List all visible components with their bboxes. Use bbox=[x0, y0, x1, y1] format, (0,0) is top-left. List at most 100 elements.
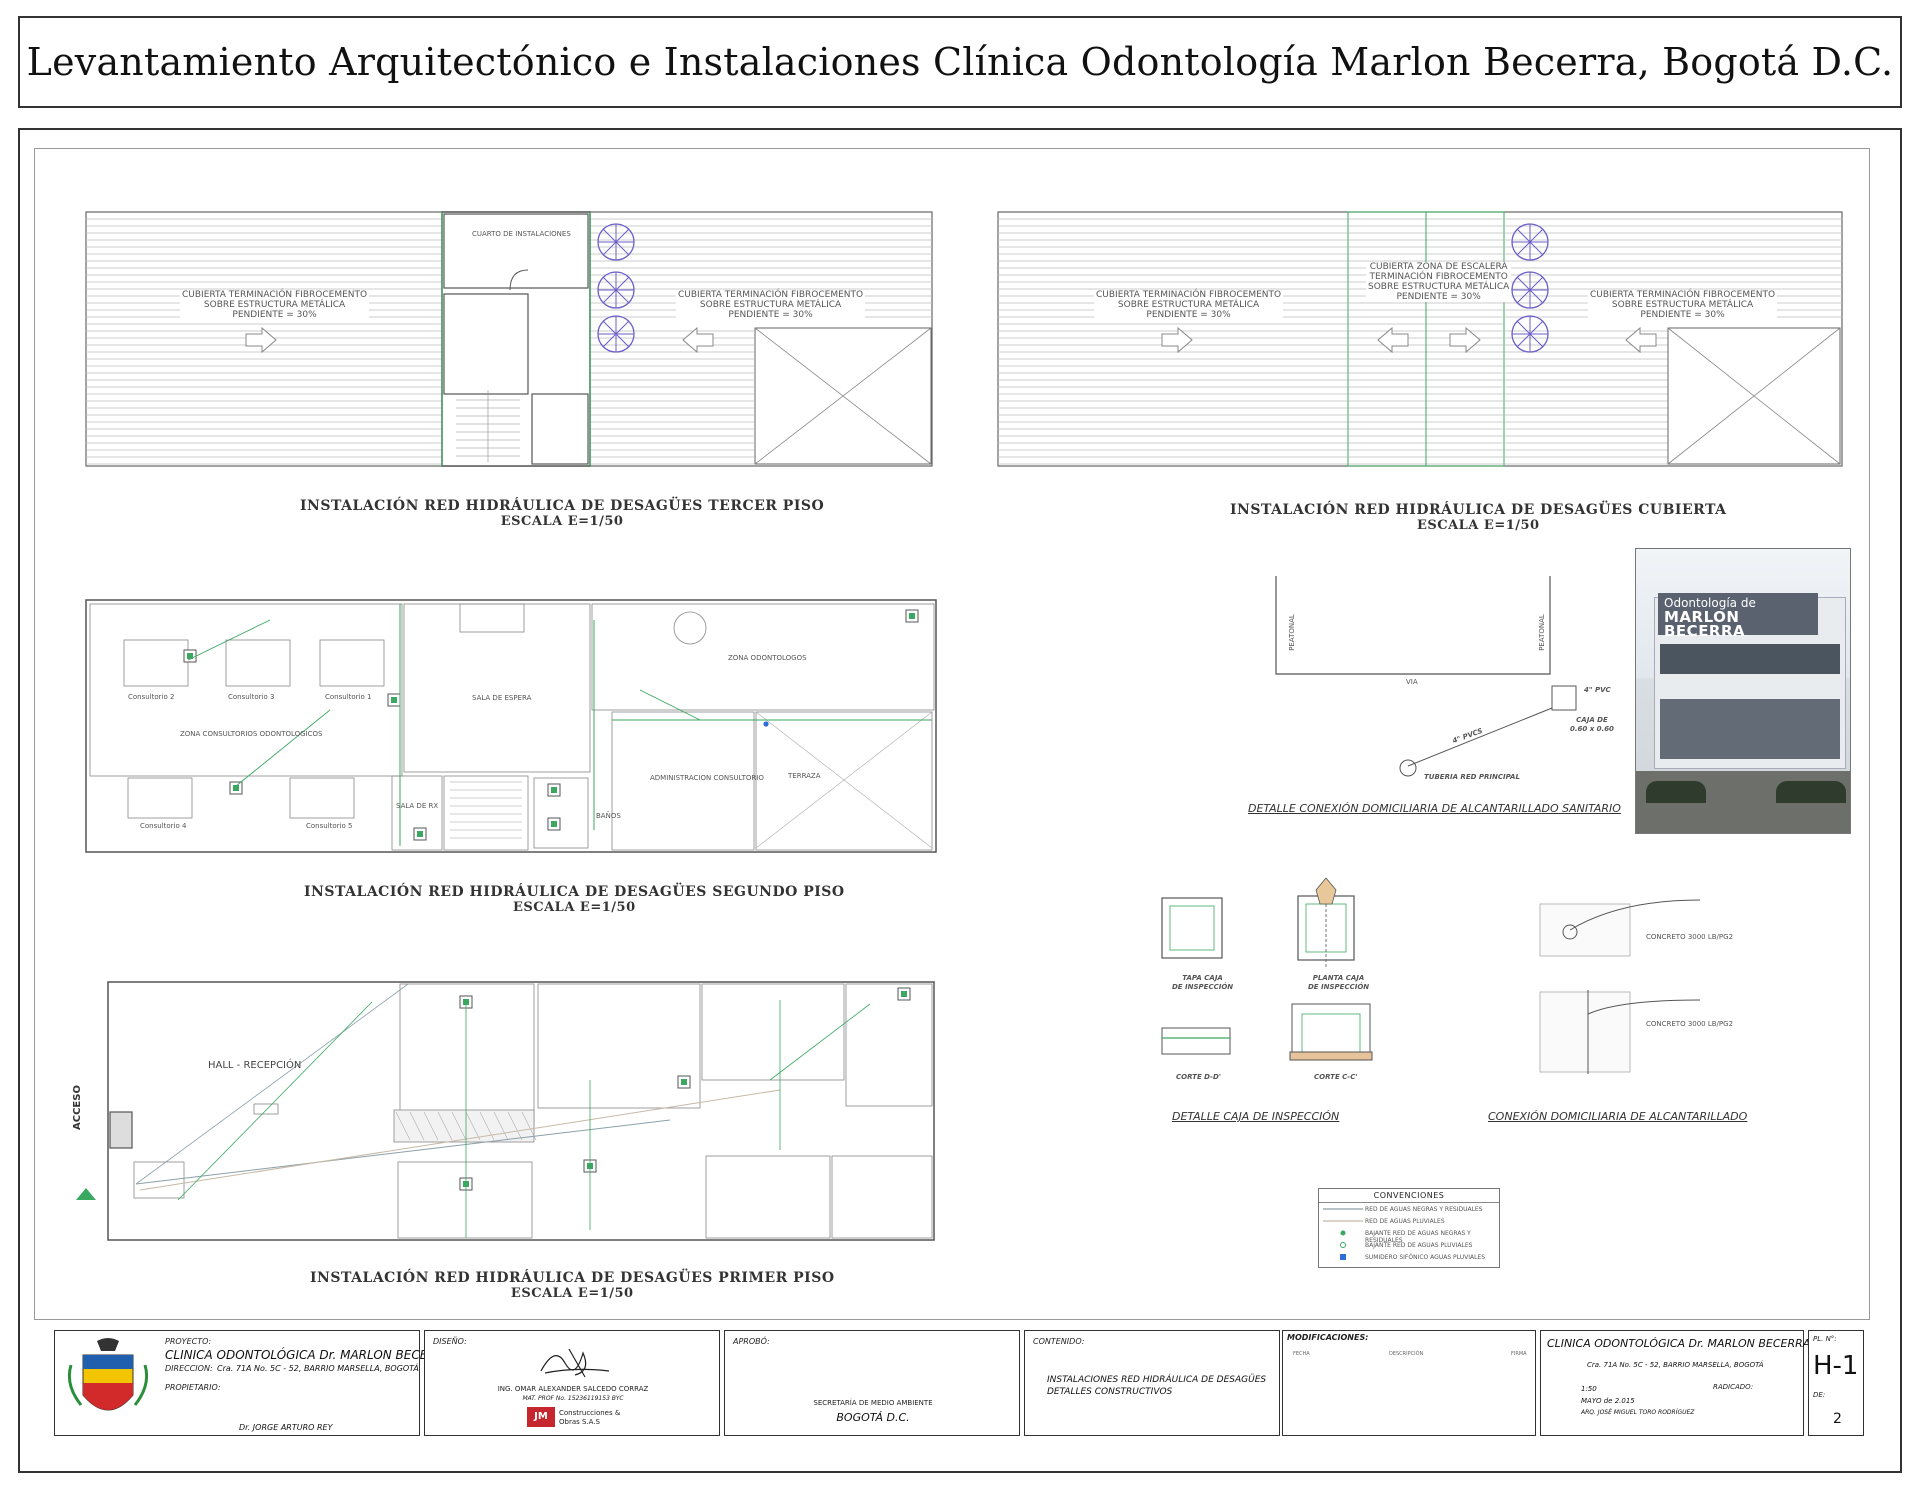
page-title: Levantamiento Arquitectónico e Instalaci… bbox=[26, 40, 1894, 84]
first-floor-outline bbox=[107, 981, 935, 1241]
drain-line bbox=[639, 689, 701, 721]
stair-hatch bbox=[507, 1111, 523, 1141]
drain-spoke bbox=[615, 228, 630, 243]
banos-room bbox=[533, 777, 589, 849]
legend-sumidero bbox=[1340, 1254, 1346, 1260]
drain-spoke bbox=[1529, 228, 1544, 243]
stair-entry bbox=[393, 1109, 535, 1143]
stair-hatch bbox=[451, 1111, 467, 1141]
stair-hatch bbox=[423, 1111, 439, 1141]
first-floor-caption: INSTALACIÓN RED HIDRÁULICA DE DESAGÜES P… bbox=[310, 1270, 835, 1301]
legend-item: SUMIDERO SIFÓNICO AGUAS PLUVIALES bbox=[1319, 1251, 1499, 1263]
title-block-contenido: CONTENIDO: INSTALACIONES RED HIDRÁULICA … bbox=[1024, 1330, 1280, 1436]
conexion-pipe-2 bbox=[1587, 999, 1701, 1015]
date-value: MAYO de 2.015 bbox=[1581, 1397, 1635, 1405]
drain-spoke bbox=[615, 333, 630, 348]
concreto-label-2: CONCRETO 3000 LB/PG2 bbox=[1646, 1020, 1734, 1028]
drain-spoke bbox=[1529, 289, 1544, 304]
roof-outline bbox=[997, 211, 1843, 467]
street-section bbox=[1275, 576, 1551, 675]
sala-espera-room bbox=[403, 603, 591, 773]
drawn-by: ARQ. JOSÉ MIGUEL TORO RODRÍGUEZ bbox=[1581, 1409, 1695, 1416]
pvc-label: 4" PVC bbox=[1584, 686, 1611, 694]
legend-bajante-negras bbox=[1340, 1230, 1346, 1236]
third-floor-caption: INSTALACIÓN RED HIDRÁULICA DE DESAGÜES T… bbox=[300, 498, 825, 529]
engineer-signature bbox=[540, 1348, 610, 1378]
drain-spoke bbox=[1516, 241, 1531, 256]
cuarto-instalaciones bbox=[443, 213, 589, 289]
title-block-clinica: CLINICA ODONTOLÓGICA Dr. MARLON BECERRA … bbox=[1540, 1330, 1810, 1436]
drain-spoke bbox=[615, 289, 630, 304]
stair-hatch bbox=[493, 1111, 509, 1141]
corte-c-label: CORTE C-C' bbox=[1314, 1073, 1358, 1081]
drain-spoke bbox=[1516, 276, 1531, 291]
legend-item: BAJANTE RED DE AGUAS PLUVIALES bbox=[1319, 1239, 1499, 1251]
conexion-pipe-1 bbox=[1569, 899, 1701, 931]
acceso-label: ACCESO bbox=[72, 1085, 83, 1130]
door-swing bbox=[509, 269, 529, 291]
concreto-label-1: CONCRETO 3000 LB/PG2 bbox=[1646, 933, 1734, 941]
peatonal-left-label: PEATONAL bbox=[1287, 614, 1296, 651]
fixture-icon bbox=[187, 653, 193, 659]
drawing-inner-frame bbox=[34, 148, 1870, 1320]
pipe-line bbox=[1407, 707, 1553, 767]
roof-void-box bbox=[1667, 327, 1841, 465]
stair-hatch bbox=[395, 1111, 411, 1141]
engineer-license: MAT. PROF No. 15236119153 BYC bbox=[522, 1395, 624, 1402]
access-door bbox=[109, 1111, 133, 1149]
approver-city: BOGOTÁ D.C. bbox=[836, 1411, 910, 1424]
zona-odontologos-label: ZONA ODONTOLOGOS bbox=[728, 654, 807, 662]
pluvial-line bbox=[139, 1089, 781, 1191]
tapa-caja-icon bbox=[1161, 897, 1223, 959]
company-name: Construcciones & Obras S.A.S bbox=[559, 1409, 621, 1426]
bano-2 bbox=[397, 1161, 533, 1239]
odontologos-room bbox=[591, 603, 935, 711]
terraza-cross bbox=[755, 711, 933, 849]
project-name: CLINICA ODONTOLÓGICA Dr. MARLON BECERRA bbox=[165, 1348, 453, 1362]
core-small-room bbox=[531, 393, 589, 465]
drain-spoke bbox=[615, 276, 630, 291]
conexion-sanitario-title: DETALLE CONEXIÓN DOMICILIARIA DE ALCANTA… bbox=[1248, 802, 1621, 815]
consultorios-zone bbox=[89, 603, 403, 777]
drain-spoke bbox=[602, 276, 617, 291]
conventions-title: CONVENCIONES bbox=[1319, 1189, 1499, 1203]
admin-room bbox=[611, 711, 755, 851]
roof-caption: INSTALACIÓN RED HIDRÁULICA DE DESAGÜES C… bbox=[1230, 502, 1727, 533]
clinic-address: Cra. 71A No. 5C - 52, BARRIO MARSELLA, B… bbox=[1587, 1361, 1764, 1369]
room-deposito bbox=[831, 1155, 933, 1239]
fixture-icon bbox=[551, 787, 557, 793]
title-frame: Levantamiento Arquitectónico e Instalaci… bbox=[18, 16, 1902, 108]
hall-recepcion-label: HALL - RECEPCIÓN bbox=[208, 1060, 302, 1071]
drain-spoke bbox=[1529, 241, 1544, 256]
main-drain-line bbox=[135, 1119, 671, 1185]
table-icon bbox=[673, 611, 707, 645]
second-floor-outline bbox=[85, 599, 937, 853]
consultorio-1-label: Consultorio 1 bbox=[325, 693, 372, 701]
administracion-label: ADMINISTRACION CONSULTORIO bbox=[650, 774, 764, 782]
peatonal-right-label: PEATONAL bbox=[1537, 614, 1546, 651]
project-address: Cra. 71A No. 5C - 52, BARRIO MARSELLA, B… bbox=[217, 1364, 419, 1373]
room-archivo bbox=[705, 1155, 831, 1239]
drain-spoke bbox=[1529, 320, 1544, 335]
silla-3 bbox=[319, 639, 385, 687]
engineer-name: ING. OMAR ALEXANDER SALCEDO CORRAZ bbox=[497, 1385, 649, 1393]
caja-inspeccion-icon bbox=[1551, 685, 1577, 711]
fixture-icon bbox=[233, 785, 239, 791]
drain-line bbox=[135, 983, 409, 1185]
drain-spoke bbox=[602, 228, 617, 243]
drain-line bbox=[177, 1001, 373, 1201]
terraza-room bbox=[755, 711, 933, 851]
approver-entity: SECRETARÍA DE MEDIO AMBIENTE bbox=[813, 1399, 933, 1407]
tapa-inner bbox=[1169, 905, 1215, 951]
second-floor-caption: INSTALACIÓN RED HIDRÁULICA DE DESAGÜES S… bbox=[304, 884, 845, 915]
fixture-icon bbox=[901, 991, 907, 997]
drain-spoke bbox=[1516, 228, 1531, 243]
plan-total: 2 bbox=[1833, 1411, 1842, 1427]
title-block-proyecto: PROYECTO: CLINICA ODONTOLÓGICA Dr. MARLO… bbox=[54, 1330, 452, 1436]
plan-number: H-1 bbox=[1813, 1351, 1859, 1381]
